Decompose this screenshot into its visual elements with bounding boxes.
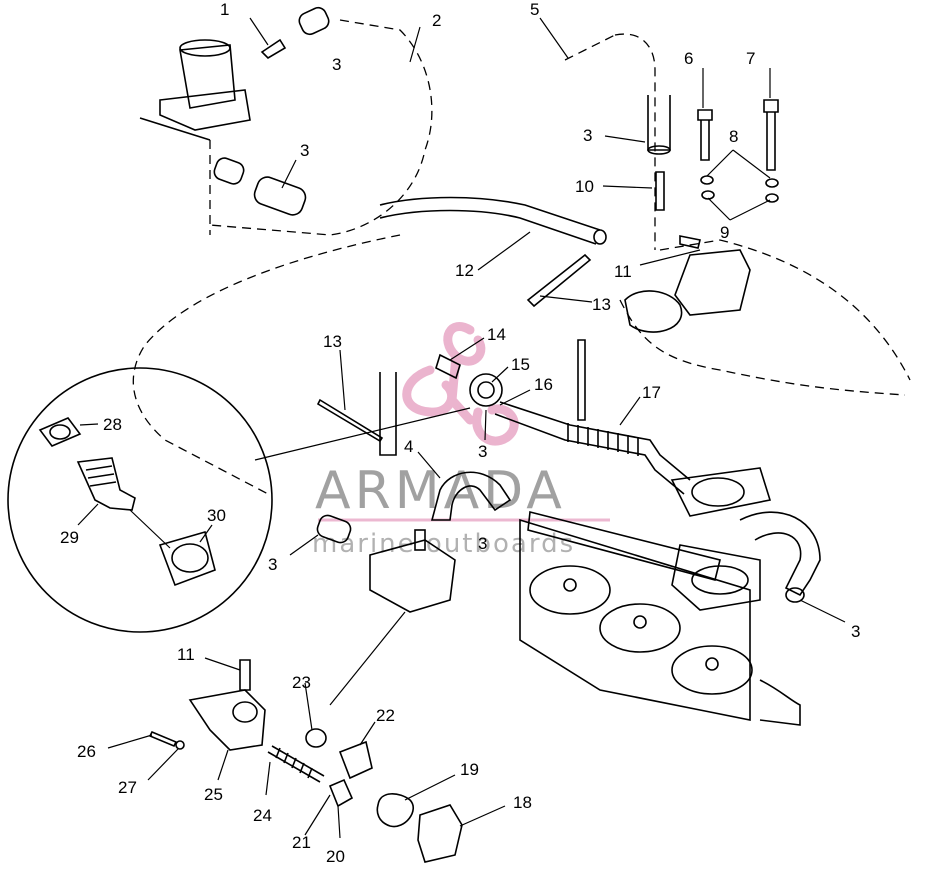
callout-7: 7 [746, 49, 755, 68]
callout-8: 8 [729, 127, 738, 146]
tube-4 [379, 372, 512, 521]
callout-6: 6 [684, 49, 693, 68]
callout-11: 11 [177, 645, 195, 664]
hose-17 [494, 401, 691, 495]
leader-lines [77, 17, 846, 839]
exhaust-gasket [670, 467, 772, 517]
cover-18-icon [417, 804, 506, 863]
fitting-11-icon [639, 235, 701, 266]
watermark: ARMADA marine outboards [312, 322, 610, 559]
spring-24-icon [267, 745, 325, 783]
callout-23: 23 [292, 673, 311, 692]
callouts: 1 2 3 3 3 3 3 3 3 4 5 6 7 8 9 10 11 11 1… [60, 0, 860, 866]
callout-20: 20 [326, 847, 345, 866]
callout-28: 28 [103, 415, 122, 434]
callout-13: 13 [592, 295, 611, 314]
callout-18: 18 [513, 793, 532, 812]
callout-13: 13 [323, 332, 342, 351]
callout-27: 27 [118, 778, 137, 797]
fitting-10-icon [602, 171, 665, 211]
callout-3: 3 [478, 534, 487, 553]
gasket-19-icon [376, 774, 456, 828]
strap-13-left-icon [316, 398, 384, 443]
callout-3: 3 [300, 141, 309, 160]
exhaust-manifold-top [624, 249, 751, 333]
callout-4: 4 [404, 437, 413, 456]
callout-10: 10 [575, 177, 594, 196]
callout-15: 15 [511, 355, 530, 374]
callout-11: 11 [614, 262, 632, 281]
watermark-subtitle: marine outboards [312, 529, 575, 559]
callout-29: 29 [60, 528, 79, 547]
callout-24: 24 [253, 806, 272, 825]
valve-housing-25 [188, 689, 266, 751]
callout-19: 19 [460, 760, 479, 779]
coupling-3-lower-icon [289, 514, 352, 556]
hose-5-end [604, 95, 671, 155]
fitting-1-icon [249, 17, 287, 60]
bolt-7-icon [763, 99, 779, 171]
coupling-left-icon [213, 157, 307, 216]
bolt-6-icon [697, 109, 713, 161]
piston-22-icon [338, 740, 373, 780]
washer-8-icon [700, 149, 779, 221]
callout-1: 1 [220, 0, 229, 19]
filler-neck [139, 39, 251, 141]
callout-9: 9 [720, 223, 729, 242]
diaphragm-21-icon [328, 778, 354, 808]
watermark-brand: ARMADA [315, 461, 566, 521]
callout-21: 21 [292, 833, 311, 852]
callout-2: 2 [432, 11, 441, 30]
engine-block [519, 510, 801, 726]
callout-17: 17 [642, 383, 661, 402]
callout-14: 14 [487, 325, 506, 344]
callout-12: 12 [455, 261, 474, 280]
armada-logo-icon [402, 322, 519, 446]
fitting-15-icon [469, 373, 503, 407]
washer-27-icon [147, 740, 185, 781]
screw-26-icon [107, 730, 178, 749]
callout-22: 22 [376, 706, 395, 725]
callout-30: 30 [207, 506, 226, 525]
callout-3: 3 [583, 126, 592, 145]
callout-5: 5 [530, 0, 539, 19]
water-line-12 [379, 196, 607, 245]
callout-3: 3 [478, 442, 487, 461]
callout-26: 26 [77, 742, 96, 761]
strap-13-icon [526, 253, 593, 421]
hose-clamp-icon [298, 6, 330, 36]
fitting-11-lower-icon [204, 657, 251, 691]
callout-3: 3 [268, 555, 277, 574]
o-ring-23-icon [305, 728, 327, 748]
fitting-14-icon [435, 353, 461, 380]
callout-3: 3 [332, 55, 341, 74]
callout-25: 25 [204, 785, 223, 804]
callout-3: 3 [851, 622, 860, 641]
outlet-hose-3 [739, 511, 821, 603]
hull-outline [132, 19, 911, 496]
valve-body-upper [329, 529, 456, 706]
callout-16: 16 [534, 375, 553, 394]
detail-circle [7, 367, 471, 633]
